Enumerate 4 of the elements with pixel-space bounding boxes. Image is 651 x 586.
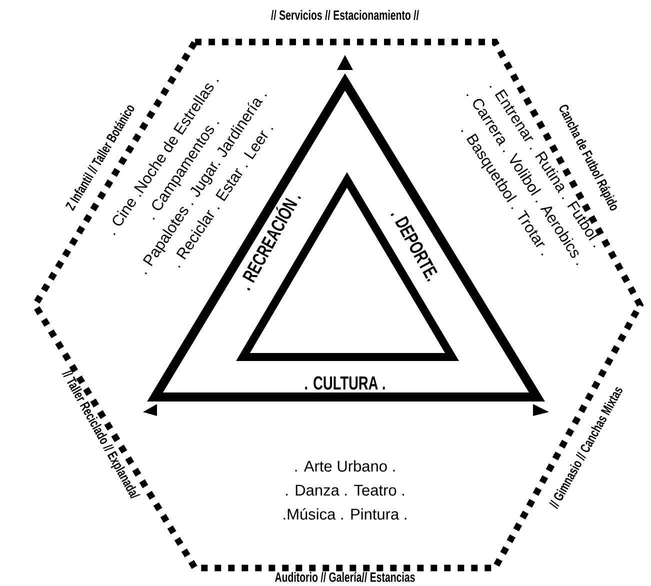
side-label: . CULTURA .: [305, 376, 385, 390]
side-label: // Servicios // Estacionamiento //: [271, 10, 419, 20]
side-label: Auditorio // Galería// Estancias: [275, 572, 415, 582]
activity-list: . Arte Urbano . . Danza . Teatro . .Música . Pintura .: [284, 460, 406, 520]
